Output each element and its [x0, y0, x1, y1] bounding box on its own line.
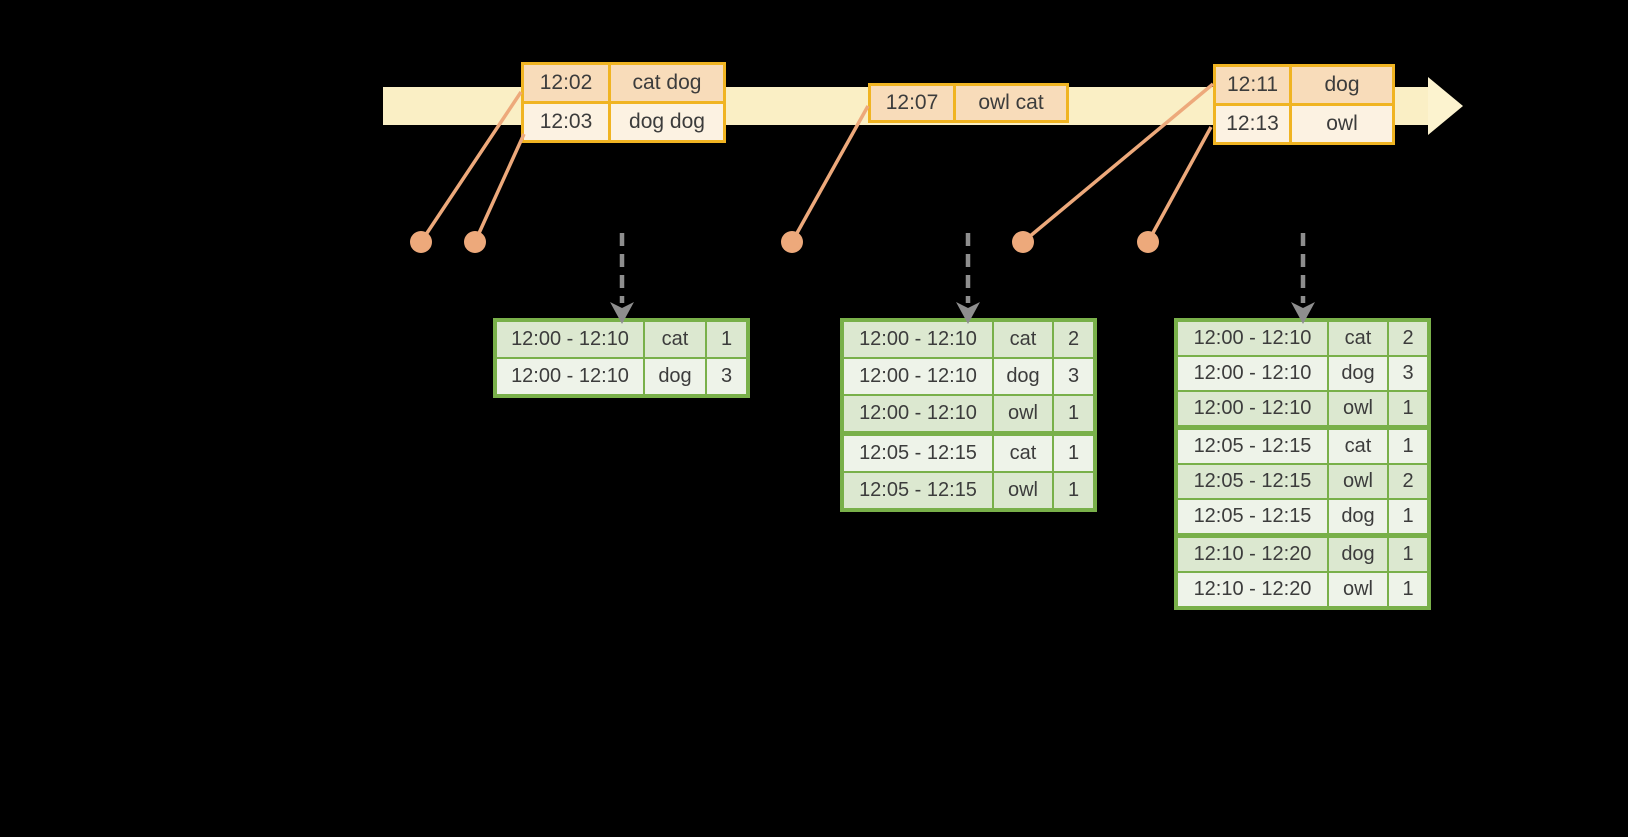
window-cell: 12:00 - 12:10: [844, 396, 992, 431]
event-time-cell: 12:07: [871, 86, 953, 120]
window-cell: 12:00 - 12:10: [1178, 322, 1327, 355]
timeline-arrowhead-icon: [1428, 77, 1463, 135]
ingest-dots: [410, 231, 1159, 253]
count-cell: 1: [1389, 573, 1427, 606]
count-cell: 1: [1389, 430, 1427, 463]
event-time-cell: 12:13: [1216, 106, 1289, 142]
word-cell: cat: [1329, 322, 1387, 355]
window-cell: 12:05 - 12:15: [1178, 465, 1327, 498]
ingest-dot: [1012, 231, 1034, 253]
event-time-cell: 12:03: [524, 104, 608, 140]
connector-line: [790, 105, 870, 243]
word-cell: dog: [1329, 500, 1387, 533]
count-cell: 1: [1054, 436, 1093, 471]
event-time-cell: 12:02: [524, 65, 608, 101]
ingest-dot: [781, 231, 803, 253]
word-cell: dog: [645, 359, 705, 394]
event-words-cell: owl cat: [956, 86, 1066, 120]
connector-line: [1146, 126, 1213, 243]
word-cell: cat: [1329, 430, 1387, 463]
count-cell: 3: [707, 359, 746, 394]
window-cell: 12:00 - 12:10: [1178, 357, 1327, 390]
event-words-cell: cat dog: [611, 65, 723, 101]
word-cell: dog: [1329, 538, 1387, 571]
ingest-dot: [410, 231, 432, 253]
ingest-dot: [464, 231, 486, 253]
window-cell: 12:00 - 12:10: [497, 359, 643, 394]
count-cell: 3: [1054, 359, 1093, 394]
word-cell: owl: [1329, 392, 1387, 425]
word-cell: owl: [1329, 465, 1387, 498]
event-words-cell: owl: [1292, 106, 1392, 142]
window-cell: 12:10 - 12:20: [1178, 538, 1327, 571]
trigger-arrows: [619, 233, 1306, 303]
window-cell: 12:00 - 12:10: [497, 322, 643, 357]
window-cell: 12:10 - 12:20: [1178, 573, 1327, 606]
word-cell: cat: [994, 436, 1052, 471]
window-cell: 12:05 - 12:15: [1178, 500, 1327, 533]
count-cell: 3: [1389, 357, 1427, 390]
connector-line: [473, 133, 526, 243]
count-cell: 1: [1054, 396, 1093, 431]
count-cell: 2: [1389, 465, 1427, 498]
connector-line: [419, 91, 523, 243]
window-cell: 12:05 - 12:15: [844, 473, 992, 508]
count-cell: 1: [1389, 392, 1427, 425]
count-cell: 1: [1054, 473, 1093, 508]
event-words-cell: dog dog: [611, 104, 723, 140]
word-cell: dog: [1329, 357, 1387, 390]
window-cell: 12:00 - 12:10: [844, 322, 992, 357]
count-cell: 2: [1389, 322, 1427, 355]
window-cell: 12:00 - 12:10: [844, 359, 992, 394]
window-cell: 12:00 - 12:10: [1178, 392, 1327, 425]
word-cell: dog: [994, 359, 1052, 394]
word-cell: cat: [645, 322, 705, 357]
ingest-dot: [1137, 231, 1159, 253]
window-cell: 12:05 - 12:15: [844, 436, 992, 471]
count-cell: 2: [1054, 322, 1093, 357]
event-words-cell: dog: [1292, 67, 1392, 103]
count-cell: 1: [707, 322, 746, 357]
count-cell: 1: [1389, 538, 1427, 571]
word-cell: owl: [994, 396, 1052, 431]
event-time-cell: 12:11: [1216, 67, 1289, 103]
count-cell: 1: [1389, 500, 1427, 533]
window-cell: 12:05 - 12:15: [1178, 430, 1327, 463]
word-cell: owl: [994, 473, 1052, 508]
word-cell: cat: [994, 322, 1052, 357]
word-cell: owl: [1329, 573, 1387, 606]
